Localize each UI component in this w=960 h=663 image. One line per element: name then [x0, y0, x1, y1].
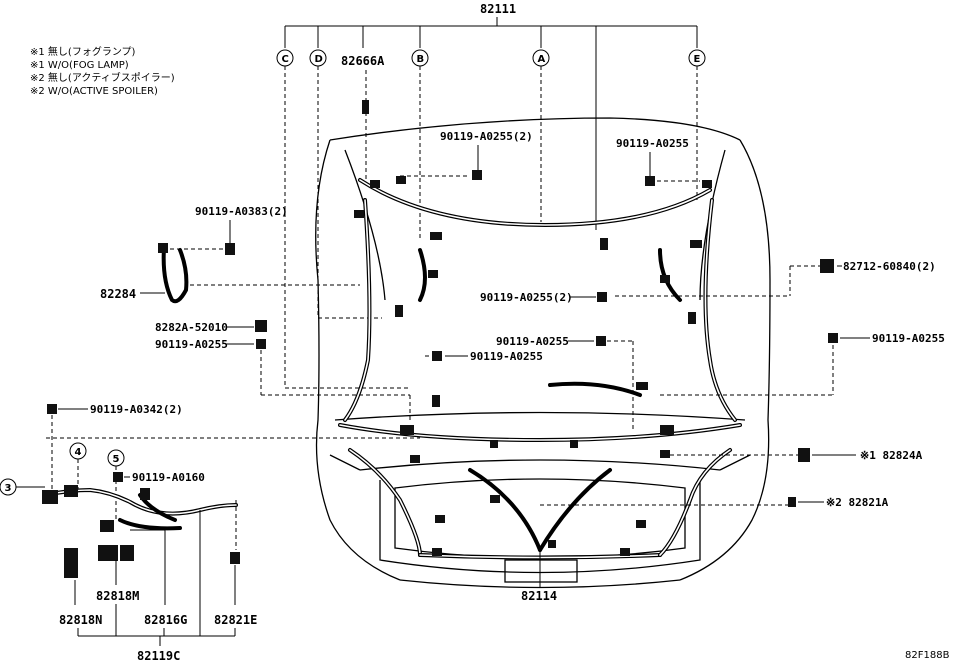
part-label-82114: 82114 — [521, 589, 557, 603]
part-label-90119-A0255-2-top: 90119-A0255(2) — [440, 130, 533, 143]
part-label-82816G: 82816G — [144, 613, 187, 627]
part-label-90119-A0255-right: 90119-A0255 — [872, 332, 945, 345]
part-label-90119-A0255-top-right: 90119-A0255 — [616, 137, 689, 150]
part-90119-A0255-left: 90119-A0255 — [155, 338, 411, 420]
part-90119-A0255-center: 90119-A0255 — [425, 350, 543, 363]
part-label-82284: 82284 — [100, 287, 136, 301]
part-label-82824A: ※1 82824A — [860, 449, 923, 462]
part-label-90119-A0342-2: 90119-A0342(2) — [90, 403, 183, 416]
part-label-82119C: 82119C — [137, 649, 180, 663]
part-82712-60840-2: 82712-60840(2) — [615, 259, 936, 297]
bracket-82111: 82111 — [284, 2, 698, 230]
harness-connectors — [354, 176, 712, 556]
part-label-82666A: 82666A — [341, 54, 385, 68]
callout-label-b: B — [417, 54, 425, 65]
part-label-90119-A0383-2: 90119-A0383(2) — [195, 205, 288, 218]
figure-code: 82F188B — [905, 650, 950, 661]
part-label-90119-A0160: 90119-A0160 — [132, 471, 205, 484]
part-label-82712-60840-2: 82712-60840(2) — [843, 260, 936, 273]
part-90119-A0383-2: 90119-A0383(2) — [170, 205, 288, 255]
callout-e: E — [688, 49, 706, 200]
note-2-jp: ※2 無し(アクティブスポイラー) — [30, 71, 175, 84]
callout-label-d: D — [315, 54, 323, 65]
part-82821A: ※2 82821A — [540, 496, 889, 509]
subassembly-82119C: 3 4 5 90119-A0160 82818M 82818N 82816G — [0, 442, 257, 663]
callout-label-e: E — [694, 54, 701, 65]
callout-label-5: 5 — [113, 454, 120, 465]
note-1-en: ※1 W/O(FOG LAMP) — [30, 60, 129, 71]
part-label-82821A: ※2 82821A — [826, 496, 889, 509]
note-1-jp: ※1 無し(フォグランプ) — [30, 45, 136, 58]
callout-b: B — [411, 49, 429, 240]
part-label-8282A-52010: 8282A-52010 — [155, 321, 228, 334]
callout-label-3: 3 — [5, 483, 12, 494]
callout-c: C — [276, 49, 410, 389]
part-82114: 82114 — [521, 550, 557, 603]
callout-a: A — [532, 49, 550, 222]
part-label-82818N: 82818N — [59, 613, 102, 627]
legend-notes: ※1 無し(フォグランプ) ※1 W/O(FOG LAMP) ※2 無し(アクテ… — [30, 45, 175, 97]
part-82666A: 82666A — [341, 54, 385, 180]
part-90119-A0342-2: 90119-A0342(2) — [46, 403, 420, 490]
part-label-90119-A0255-left: 90119-A0255 — [155, 338, 228, 351]
part-82284: 82284 — [100, 243, 360, 304]
part-label-90119-A0255-center2: 90119-A0255 — [496, 335, 569, 348]
part-label-90119-A0255-2-mid: 90119-A0255(2) — [480, 291, 573, 304]
part-label-82818M: 82818M — [96, 589, 139, 603]
part-90119-A0255-2-mid: 90119-A0255(2) — [480, 291, 607, 304]
harness-82114 — [348, 448, 732, 560]
note-2-en: ※2 W/O(ACTIVE SPOILER) — [30, 86, 158, 97]
part-90119-A0255-2-top: 90119-A0255(2) — [400, 130, 533, 180]
part-90119-A0255-right: 90119-A0255 — [660, 332, 945, 396]
callout-label-4: 4 — [75, 447, 82, 458]
part-label-90119-A0255-center: 90119-A0255 — [470, 350, 543, 363]
part-82824A: ※1 82824A — [670, 448, 923, 462]
part-label-82111: 82111 — [480, 2, 516, 16]
callout-label-c: C — [282, 54, 289, 65]
callout-label-a: A — [538, 54, 546, 65]
part-90119-A0255-top-right: 90119-A0255 — [616, 137, 700, 186]
part-label-82821E: 82821E — [214, 613, 257, 627]
part-8282A-52010: 8282A-52010 — [155, 320, 267, 334]
part-90119-A0255-center2: 90119-A0255 — [496, 335, 634, 430]
harness-82111 — [338, 178, 742, 442]
